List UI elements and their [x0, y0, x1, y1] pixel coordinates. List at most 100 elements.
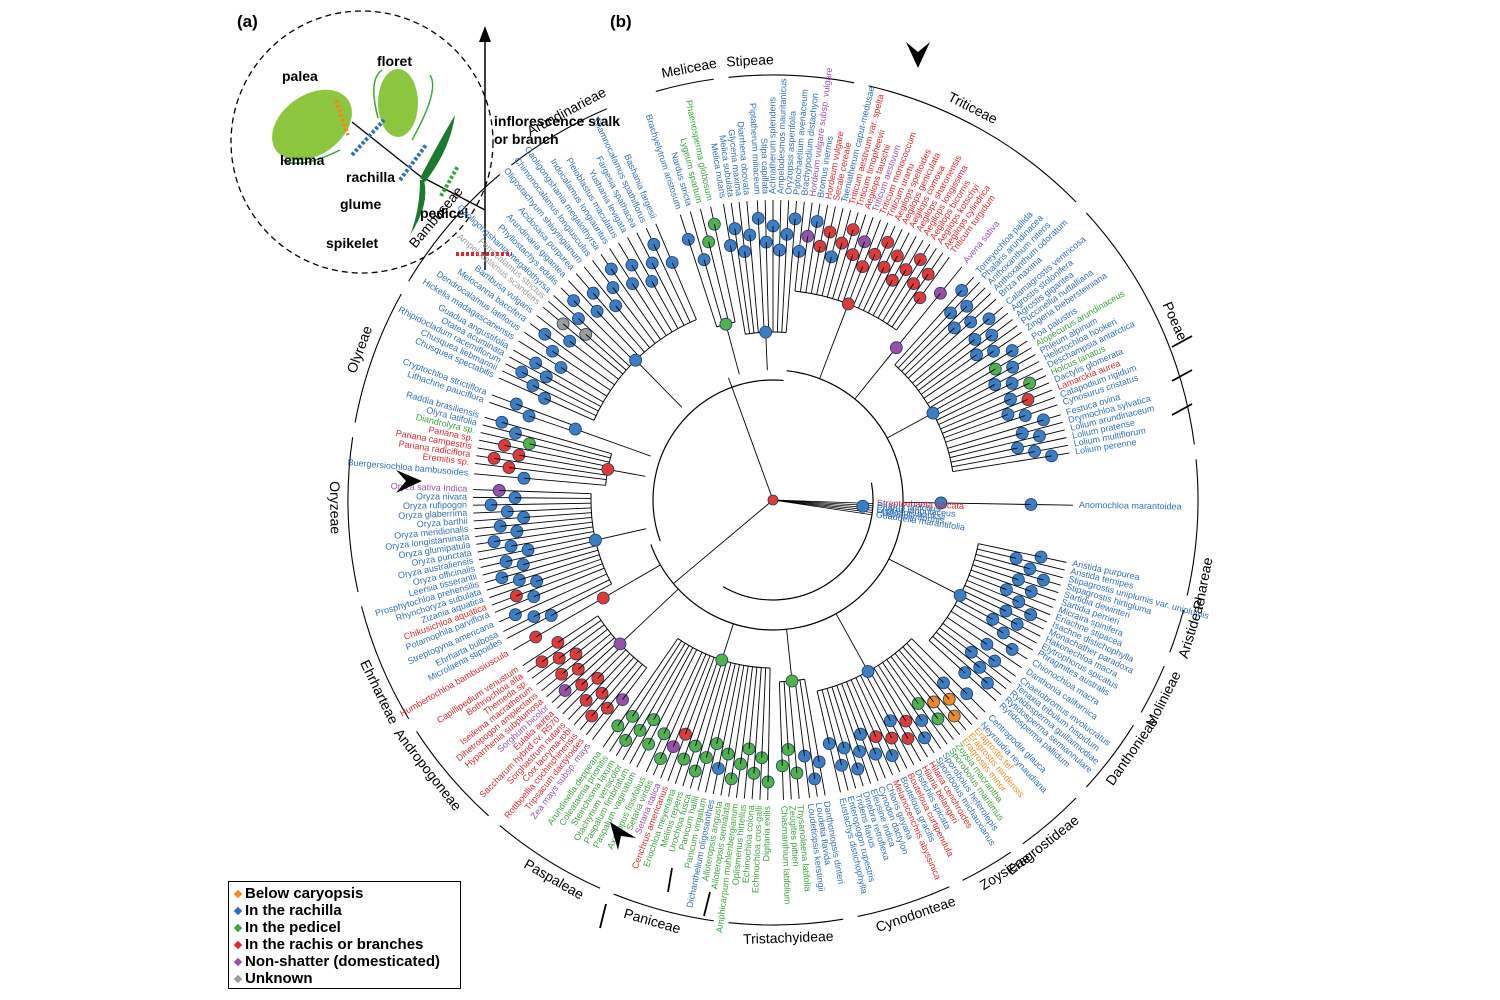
clade-branch — [687, 239, 718, 328]
clade-branch — [847, 266, 864, 305]
node-pie — [926, 406, 940, 420]
tip-branch — [568, 280, 598, 312]
diamond-icon — [233, 940, 243, 949]
clade-branch — [810, 246, 821, 294]
clade-branch — [523, 545, 597, 566]
clade-branch — [727, 665, 745, 755]
taxon-label: Oryza glaberrima — [398, 508, 467, 521]
clade-branch — [959, 594, 1018, 625]
clade-branch — [860, 675, 893, 739]
clade-branch — [591, 660, 639, 717]
tribe-arc — [962, 851, 1011, 881]
legend-label: Unknown — [245, 970, 313, 987]
clade-branch — [653, 244, 691, 323]
clade-branch — [939, 627, 972, 653]
clade-branch — [950, 447, 1018, 463]
clade-branch — [500, 516, 592, 527]
taxon-label: Oryza nivara — [416, 491, 467, 501]
node-pie — [861, 665, 875, 678]
tip-branch — [609, 248, 633, 284]
clade-branch — [918, 334, 993, 391]
tip-branch — [830, 208, 844, 258]
clade-branch — [842, 241, 865, 303]
clade-branch — [864, 672, 891, 721]
center-taxon-label: Pharus latifolius — [877, 500, 942, 514]
clade-branch — [577, 637, 615, 670]
pedicel-line — [419, 175, 486, 211]
clade-branch — [761, 667, 767, 758]
tip-branch — [994, 361, 1040, 385]
clade-branch — [632, 283, 667, 336]
diamond-icon — [233, 889, 243, 898]
tribe-arc — [1169, 609, 1185, 653]
tribe-label: Andropogoneae — [391, 725, 465, 814]
clade-branch — [532, 385, 597, 417]
clade-branch — [877, 269, 907, 319]
clade-branch — [533, 579, 610, 618]
tip-branch — [562, 677, 599, 715]
clade-branch — [907, 321, 971, 379]
taxon-label: Anomochloa marantoidea — [1079, 500, 1182, 512]
clade-branch — [968, 574, 1007, 591]
clade-branch — [716, 663, 736, 744]
clade-branch — [783, 681, 789, 750]
legend-item-non-shatter: Non-shatter (domesticated) — [233, 953, 454, 970]
spikelet-boundary — [230, 10, 494, 274]
tip-branch — [478, 549, 529, 561]
clade-branch — [901, 305, 968, 372]
taxon-label: Ampelodesmos mauritanicus — [775, 78, 788, 194]
stem-branch — [603, 564, 661, 599]
tip-branch — [764, 200, 767, 243]
clade-branch — [826, 242, 843, 298]
clade-branch — [867, 255, 898, 314]
legend-item-pedicel: In the pedicel — [233, 919, 454, 936]
clade-branch — [685, 657, 715, 735]
arrow-oryza — [396, 470, 422, 493]
tip-branch — [992, 618, 1037, 644]
tip-branch — [1007, 396, 1056, 415]
legend-item-below-caryopsis: Below caryopsis — [233, 885, 454, 902]
tip-branch — [889, 720, 915, 766]
clade-branch — [713, 224, 736, 323]
clade-branch — [891, 273, 929, 328]
diamond-icon — [233, 923, 243, 932]
tip-branch — [494, 596, 534, 613]
node-pie — [613, 637, 627, 651]
clade-branch — [585, 653, 631, 701]
clade-branch — [535, 362, 604, 403]
clade-branch — [778, 681, 783, 766]
clade-branch — [518, 454, 608, 472]
clade-branch — [671, 262, 697, 320]
clade-branch — [705, 662, 732, 758]
tribe-label: Danthonieae — [1102, 714, 1161, 788]
tribe-arc — [655, 78, 714, 92]
clade-branch — [651, 281, 679, 329]
tip-branch — [474, 473, 524, 479]
tip-branch — [536, 314, 570, 342]
tip-branch — [1005, 610, 1044, 630]
clade-branch — [962, 590, 1007, 612]
clade-branch — [928, 640, 966, 673]
clade-branch — [873, 667, 907, 722]
tip-branch — [655, 223, 673, 263]
clade-branch — [561, 633, 612, 675]
clade-branch — [717, 664, 740, 769]
tip-branch — [475, 530, 517, 538]
clade-branch — [841, 683, 861, 735]
clade-branch — [882, 662, 923, 721]
glume-lower — [410, 180, 426, 235]
tip-branch — [645, 733, 665, 773]
clade-branch — [943, 414, 1009, 439]
clade-branch — [501, 549, 599, 579]
clade-branch — [816, 690, 830, 744]
clade-branch — [837, 254, 854, 301]
clade-branch — [850, 679, 877, 737]
clade-branch — [872, 280, 893, 316]
tip-branch — [954, 293, 991, 329]
tribe-arc — [347, 437, 359, 593]
glume-label: glume — [340, 196, 381, 212]
taxon-label: Oryza rufipogon — [403, 500, 467, 511]
taxon-label: Piptatherum miliaceum — [748, 103, 763, 195]
clade-branch — [631, 264, 673, 333]
